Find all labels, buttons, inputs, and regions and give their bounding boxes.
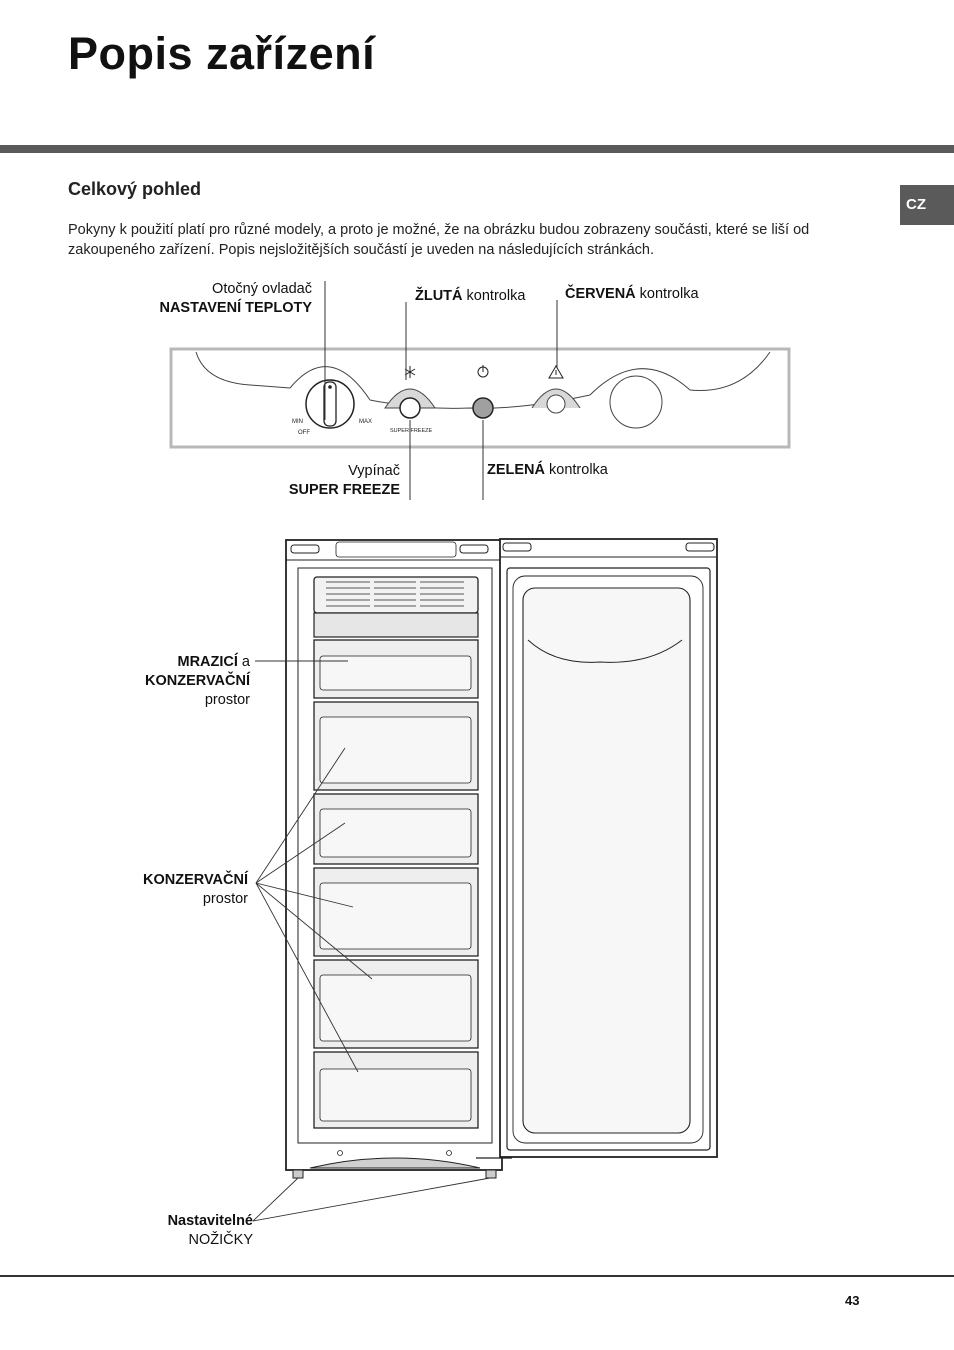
super-freeze-switch-label: Vypínač SUPER FREEZE	[288, 463, 400, 498]
adjustable-feet-label: Nastavitelné NOŽIČKY	[167, 1213, 253, 1248]
dial-max-text: MAX	[359, 419, 372, 425]
dial-off-text: OFF	[298, 430, 310, 436]
super-freeze-small-text: SUPER FREEZE	[390, 428, 433, 434]
top-rule	[0, 145, 954, 153]
yellow-light-label: ŽLUTÁ kontrolka	[415, 288, 526, 304]
intro-paragraph: Pokyny k použití platí pro různé modely,…	[68, 222, 810, 258]
door-drawing	[476, 538, 718, 1159]
section-heading: Celkový pohled	[68, 179, 202, 199]
red-light-label: ČERVENÁ kontrolka	[565, 286, 699, 302]
freezer-compartment-label: MRAZICÍ a KONZERVAČNÍ prostor	[145, 654, 250, 708]
storage-compartment-label: KONZERVAČNÍ prostor	[143, 872, 248, 907]
page-title: Popis zařízení	[68, 28, 376, 79]
leader-lines	[252, 660, 491, 1222]
freezer-drawing	[285, 539, 503, 1179]
green-light-label: ZELENÁ kontrolka	[487, 462, 608, 478]
thermostat-label: Otočný ovladač NASTAVENÍ TEPLOTY	[159, 281, 312, 316]
control-panel-drawing: MIN MAX OFF SUPER FREEZE	[169, 281, 791, 500]
bottom-rule	[0, 1275, 954, 1277]
power-icon	[477, 365, 489, 378]
dial-min-text: MIN	[292, 419, 303, 425]
warning-icon	[548, 365, 564, 379]
page-number: 43	[845, 1293, 860, 1308]
snowflake-icon	[404, 366, 416, 378]
language-tab: CZ	[900, 185, 954, 225]
